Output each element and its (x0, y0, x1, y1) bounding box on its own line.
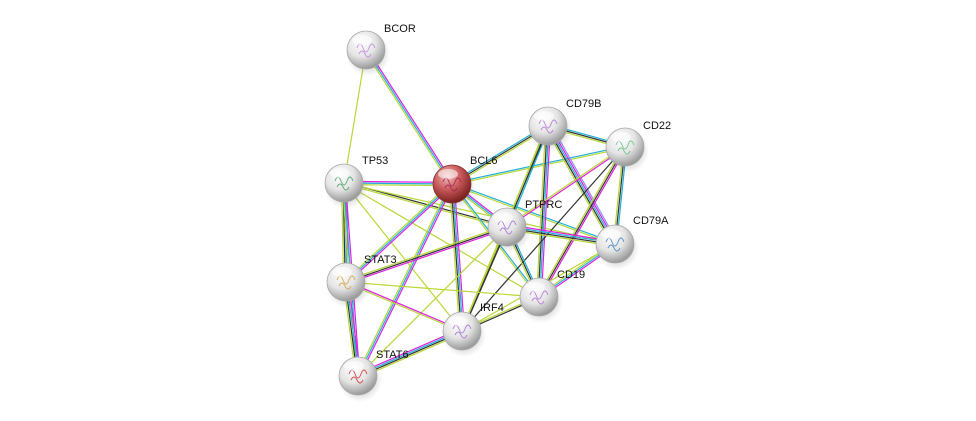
node-cd79b[interactable]: CD79B (528, 98, 601, 152)
edge-evidence-yellowgreen (343, 182, 463, 332)
edge-evidence-yellowgreen (343, 182, 616, 245)
node-label: CD22 (643, 120, 671, 132)
edge-bcl6-stat6[interactable] (356, 183, 454, 377)
edge-bcor-bcl6[interactable] (364, 48, 454, 186)
edge-evidence-magenta (540, 126, 551, 298)
edge-evidence-cyan (357, 183, 453, 377)
node-highlight (352, 35, 372, 45)
node-label: STAT3 (364, 254, 397, 266)
edge-evidence-yellowgreen (364, 50, 452, 186)
node-bcl6[interactable]: BCL6 (432, 155, 498, 210)
edge-evidence-yellowgreen (451, 184, 615, 246)
node-label: BCL6 (470, 155, 498, 167)
edge-evidence-magenta (507, 147, 626, 229)
edge-evidence-yellowgreen (345, 281, 540, 298)
edge-cd22-ptprc[interactable] (506, 145, 626, 229)
edge-evidence-magenta (358, 184, 454, 377)
node-ptprc[interactable]: PTPRC (487, 199, 562, 253)
node-highlight (332, 267, 352, 277)
edge-tp53-irf4[interactable] (343, 182, 463, 332)
node-label: CD19 (557, 269, 585, 281)
edge-evidence-black (537, 125, 548, 297)
edge-bcl6-cd22[interactable] (451, 145, 626, 186)
node-highlight (601, 229, 621, 239)
edge-bcl6-stat3[interactable] (344, 182, 454, 284)
edge-ptprc-stat6[interactable] (357, 226, 508, 377)
node-label: STAT6 (376, 349, 409, 361)
node-label: CD79B (566, 98, 601, 110)
edge-tp53-cd79a[interactable] (343, 182, 616, 245)
node-highlight (534, 111, 554, 121)
edge-evidence-yellowgreen (345, 224, 507, 282)
node-bcor[interactable]: BCOR (346, 23, 416, 76)
edge-evidence-magenta (346, 184, 454, 284)
node-stat6[interactable]: STAT6 (338, 349, 409, 402)
node-label: TP53 (362, 155, 388, 167)
edge-evidence-black (461, 146, 626, 332)
edge-evidence-black (538, 146, 626, 298)
edge-cd22-cd19[interactable] (537, 145, 627, 299)
edge-evidence-yellowgreen (536, 125, 547, 297)
edge-cd19-stat3[interactable] (345, 281, 540, 298)
edge-cd79b-cd19[interactable] (536, 125, 551, 298)
edge-evidence-yellowgreen (343, 182, 540, 298)
node-stat3[interactable]: STAT3 (326, 254, 397, 308)
node-cd22[interactable]: CD22 (605, 120, 671, 173)
node-label: IRF4 (480, 302, 504, 314)
node-cd19[interactable]: CD19 (519, 269, 585, 323)
node-label: PTPRC (525, 199, 562, 211)
edge-evidence-yellowgreen (356, 183, 452, 376)
node-highlight (611, 132, 631, 142)
node-label: CD79A (633, 215, 669, 227)
edge-cd22-irf4[interactable] (461, 146, 626, 332)
edge-evidence-yellowgreen (537, 145, 625, 297)
node-highlight (525, 282, 545, 292)
edge-evidence-magenta (346, 227, 508, 285)
node-highlight (330, 168, 350, 178)
edge-evidence-yellowgreen (452, 147, 626, 186)
edge-evidence-magenta (366, 48, 454, 184)
node-highlight (438, 169, 458, 179)
node-tp53[interactable]: TP53 (324, 155, 388, 209)
node-highlight (448, 316, 468, 326)
edge-evidence-cyan (452, 182, 616, 244)
edge-evidence-yellowgreen (506, 145, 625, 227)
edge-evidence-yellowgreen (344, 182, 452, 282)
node-highlight (493, 212, 513, 222)
edge-evidence-cyan (345, 183, 453, 283)
edge-bcl6-cd79a[interactable] (451, 182, 616, 246)
edge-evidence-black (345, 226, 508, 283)
edge-tp53-cd19[interactable] (343, 182, 540, 298)
edge-evidence-yellowgreen (357, 226, 508, 377)
edge-evidence-cyan (365, 49, 453, 185)
edge-evidence-magenta (539, 147, 627, 299)
node-highlight (344, 361, 364, 371)
node-cd79a[interactable]: CD79A (595, 215, 669, 270)
edge-evidence-cyan (539, 126, 550, 298)
edge-ptprc-stat3[interactable] (345, 224, 508, 285)
node-label: BCOR (384, 23, 416, 35)
edge-evidence-cyan (451, 145, 625, 184)
node-irf4[interactable]: IRF4 (442, 302, 504, 357)
